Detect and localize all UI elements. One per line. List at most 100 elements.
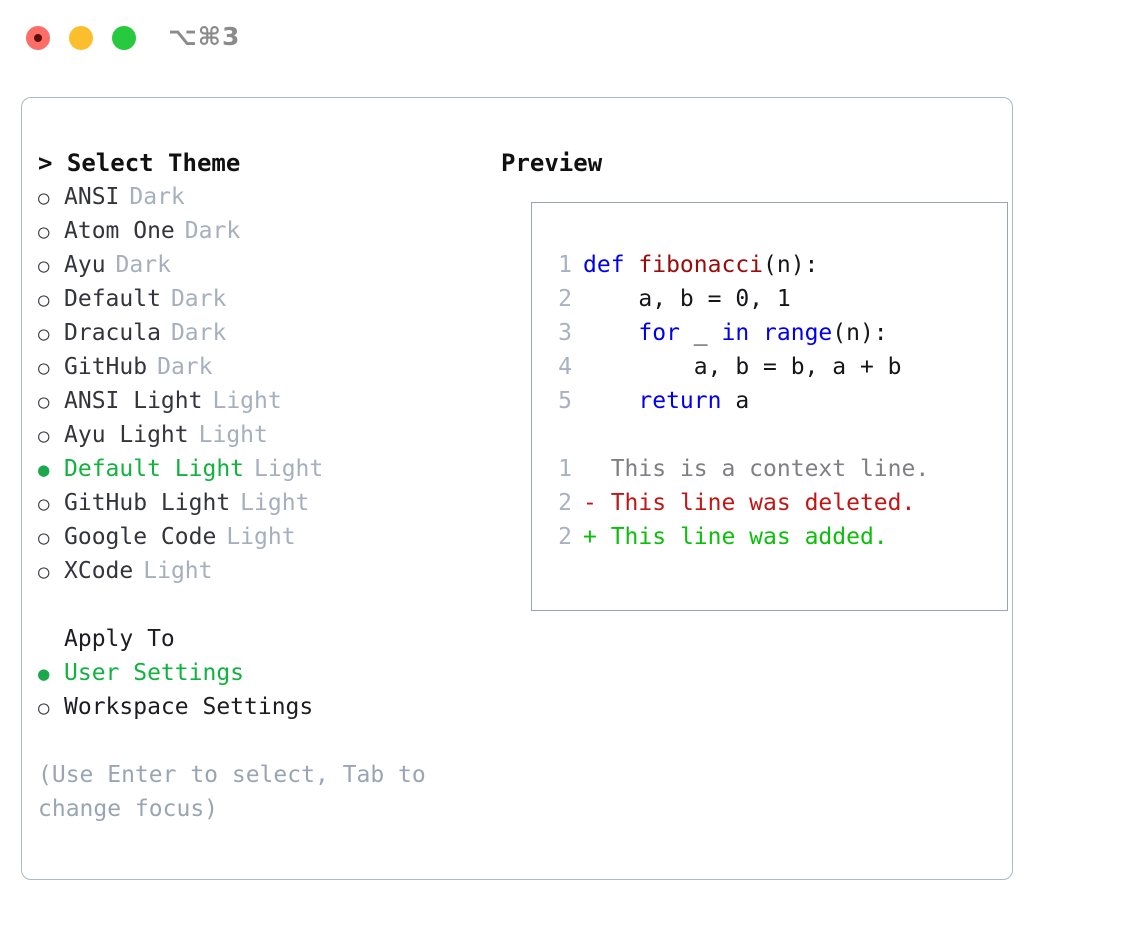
theme-kind-label: Light — [198, 422, 268, 448]
line-number: 5 — [558, 388, 572, 414]
theme-list-item[interactable]: ○ Ayu Dark — [38, 248, 493, 282]
code-token: (n): — [832, 320, 888, 346]
window-title-shortcut: ⌥⌘3 — [168, 22, 241, 51]
code-line: 2 a, b = 0, 1 — [550, 282, 929, 316]
diff-text: This is a context line. — [596, 456, 930, 482]
theme-name: ANSI Light — [64, 388, 203, 414]
title-bar: ⌥⌘3 — [0, 0, 1140, 78]
radio-unselected-icon[interactable]: ○ — [38, 561, 50, 583]
radio-unselected-icon[interactable]: ○ — [38, 323, 50, 345]
theme-name: Ayu Light — [64, 422, 189, 448]
code-diff-separator — [550, 418, 929, 452]
theme-name: Default Light — [64, 456, 245, 482]
code-token: in range — [721, 320, 833, 346]
theme-name: Google Code — [64, 524, 217, 550]
list-spacer — [38, 588, 493, 622]
apply-to-label: User Settings — [64, 660, 245, 686]
apply-to-header: Apply To — [64, 626, 175, 652]
close-button[interactable] — [26, 26, 50, 50]
theme-name: Dracula — [64, 320, 161, 346]
line-number: 3 — [558, 320, 572, 346]
select-theme-header: > Select Theme — [38, 149, 241, 177]
theme-list-item[interactable]: ○ XCode Light — [38, 554, 493, 588]
preview-header: Preview — [501, 149, 603, 177]
theme-list-item[interactable]: ○ Atom One Dark — [38, 214, 493, 248]
theme-kind-label: Light — [226, 524, 296, 550]
radio-unselected-icon[interactable]: ○ — [38, 187, 50, 209]
radio-unselected-icon[interactable]: ○ — [38, 527, 50, 549]
theme-name: XCode — [64, 558, 134, 584]
line-number: 1 — [558, 456, 572, 482]
theme-list-item[interactable]: ○ Google Code Light — [38, 520, 493, 554]
theme-kind-label: Light — [254, 456, 324, 482]
line-number: 2 — [558, 286, 572, 312]
theme-kind-label: Dark — [115, 252, 171, 278]
theme-list-item[interactable]: ○ Default Dark — [38, 282, 493, 316]
maximize-button[interactable] — [112, 26, 136, 50]
theme-name: ANSI — [64, 184, 120, 210]
hint-spacer — [38, 724, 493, 758]
apply-to-option[interactable]: ● User Settings — [38, 656, 493, 690]
theme-list-item[interactable]: ● Default Light Light — [38, 452, 493, 486]
theme-kind-label: Dark — [170, 286, 227, 312]
theme-kind-label: Dark — [129, 184, 185, 210]
code-token: a, b = b, a + b — [583, 354, 902, 380]
code-token: a — [721, 388, 750, 414]
code-token: return — [638, 388, 722, 414]
apply-to-option[interactable]: ○ Workspace Settings — [38, 690, 493, 724]
diff-sign: - — [583, 490, 597, 516]
diff-text: This line was added. — [596, 524, 888, 550]
radio-unselected-icon[interactable]: ○ — [38, 425, 50, 447]
theme-list-item[interactable]: ○ Dracula Dark — [38, 316, 493, 350]
theme-list-item[interactable]: ○ ANSI Light Light — [38, 384, 493, 418]
theme-kind-label: Dark — [170, 320, 227, 346]
apply-to-label: Workspace Settings — [64, 694, 314, 720]
theme-name: Ayu — [64, 252, 106, 278]
radio-unselected-icon[interactable]: ○ — [38, 221, 50, 243]
theme-name: GitHub Light — [64, 490, 231, 516]
window-controls — [26, 26, 136, 50]
code-line: 4 a, b = b, a + b — [550, 350, 929, 384]
code-token — [583, 320, 638, 346]
radio-unselected-icon[interactable]: ○ — [38, 493, 50, 515]
radio-unselected-icon[interactable]: ○ — [38, 697, 50, 719]
code-token: (n): — [763, 252, 819, 278]
minimize-button[interactable] — [69, 26, 93, 50]
theme-name: Atom One — [64, 218, 175, 244]
theme-name: Default — [64, 286, 161, 312]
line-number: 1 — [558, 252, 572, 278]
code-token: fibonacci — [638, 252, 764, 278]
code-token — [583, 388, 638, 414]
code-line: 3 for _ in range(n): — [550, 316, 929, 350]
code-token: for — [638, 320, 680, 346]
diff-sign — [583, 456, 597, 482]
radio-unselected-icon[interactable]: ○ — [38, 391, 50, 413]
code-token: _ — [679, 320, 722, 346]
radio-unselected-icon[interactable]: ○ — [38, 289, 50, 311]
keyboard-hint-text: (Use Enter to select, Tab to change focu… — [38, 762, 440, 822]
theme-kind-label: Dark — [184, 218, 241, 244]
radio-selected-icon[interactable]: ● — [38, 663, 50, 685]
theme-kind-label: Light — [143, 558, 213, 584]
diff-line: 2+ This line was added. — [550, 520, 929, 554]
radio-unselected-icon[interactable]: ○ — [38, 255, 50, 277]
theme-kind-label: Dark — [157, 354, 213, 380]
diff-sign: + — [583, 524, 597, 550]
radio-unselected-icon[interactable]: ○ — [38, 357, 50, 379]
apply-to-list[interactable]: ● User Settings ○ Workspace Settings — [38, 656, 493, 724]
diff-line: 1 This is a context line. — [550, 452, 929, 486]
theme-kind-label: Light — [212, 388, 282, 414]
theme-list-item[interactable]: ○ Ayu Light Light — [38, 418, 493, 452]
theme-list-item[interactable]: ○ ANSI Dark — [38, 180, 493, 214]
code-line: 5 return a — [550, 384, 929, 418]
radio-selected-icon[interactable]: ● — [38, 459, 50, 481]
